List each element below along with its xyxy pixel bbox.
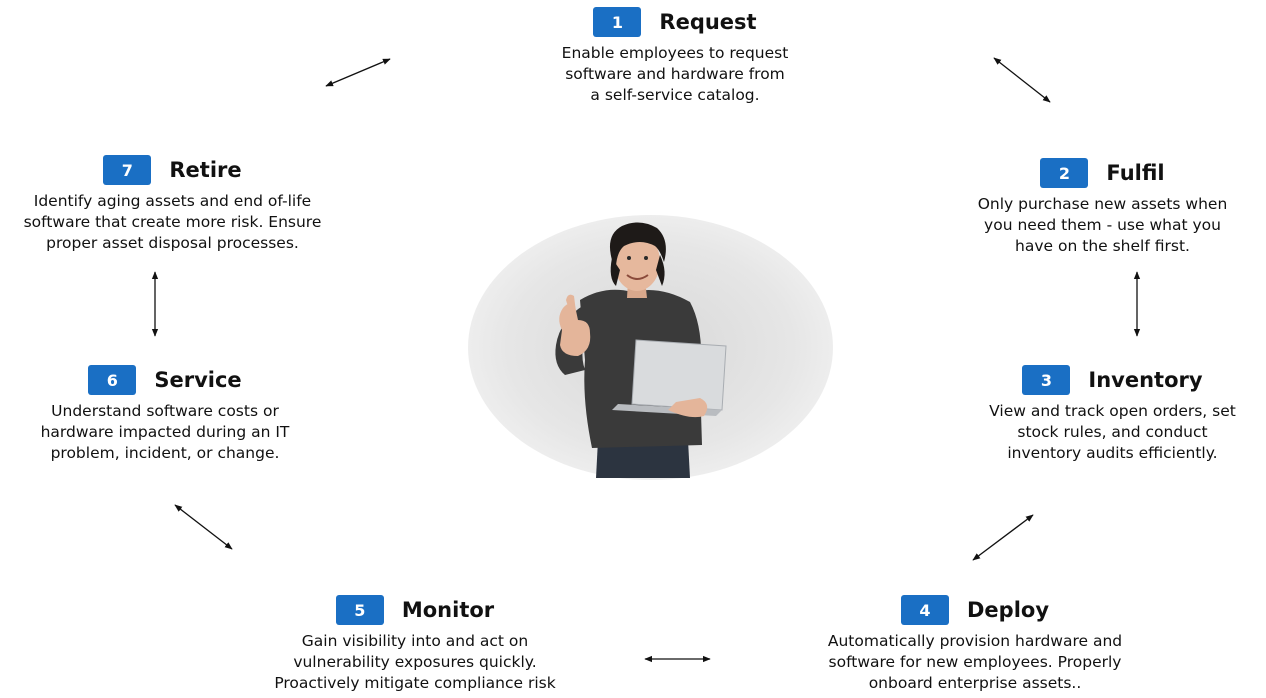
arrow-1-2 — [993, 57, 1051, 103]
step-retire: 7 Retire Identify aging assets and end o… — [0, 155, 345, 254]
desc-line: problem, incident, or change. — [50, 444, 280, 462]
desc-line: Gain visibility into and act on — [301, 632, 529, 650]
desc-line: Automatically provision hardware and — [827, 632, 1123, 650]
desc-line: Proactively mitigate compliance risk — [274, 674, 556, 692]
step-description: Identify aging assets and end of-life so… — [0, 191, 345, 254]
step-title: Fulfil — [1106, 161, 1165, 185]
step-title: Inventory — [1088, 368, 1203, 392]
desc-line: inventory audits efficiently. — [1007, 444, 1218, 462]
step-monitor: 5 Monitor Gain visibility into and act o… — [230, 595, 600, 694]
step-number-badge: 2 — [1040, 158, 1089, 188]
step-title: Service — [154, 368, 242, 392]
desc-line: stock rules, and conduct — [1017, 423, 1208, 441]
step-title: Deploy — [966, 598, 1050, 622]
desc-line: onboard enterprise assets.. — [868, 674, 1082, 692]
step-number-badge: 1 — [593, 7, 642, 37]
desc-line: Understand software costs or — [51, 402, 279, 420]
step-request: 1 Request Enable employees to request so… — [500, 7, 850, 106]
desc-line: proper asset disposal processes. — [46, 234, 299, 252]
arrow-7-1 — [325, 58, 391, 87]
step-number-badge: 7 — [103, 155, 152, 185]
desc-line: hardware impacted during an IT — [40, 423, 290, 441]
step-title: Request — [659, 10, 757, 34]
step-description: Only purchase new assets when you need t… — [935, 194, 1266, 257]
step-title: Monitor — [401, 598, 495, 622]
desc-line: Enable employees to request — [561, 44, 789, 62]
step-description: View and track open orders, set stock ru… — [955, 401, 1266, 464]
step-number-badge: 4 — [900, 595, 949, 625]
step-title: Retire — [169, 158, 242, 182]
desc-line: vulnerability exposures quickly. — [293, 653, 537, 671]
step-deploy: 4 Deploy Automatically provision hardwar… — [780, 595, 1170, 694]
desc-line: have on the shelf first. — [1015, 237, 1190, 255]
step-description: Gain visibility into and act on vulnerab… — [230, 631, 600, 694]
arrow-5-6 — [174, 504, 233, 550]
step-inventory: 3 Inventory View and track open orders, … — [955, 365, 1266, 464]
desc-line: a self-service catalog. — [590, 86, 760, 104]
arrow-3-4 — [972, 514, 1034, 561]
step-fulfil: 2 Fulfil Only purchase new assets when y… — [935, 158, 1266, 257]
desc-line: software for new employees. Properly — [828, 653, 1122, 671]
step-description: Enable employees to request software and… — [500, 43, 850, 106]
step-number-badge: 6 — [88, 365, 137, 395]
desc-line: you need them - use what you — [984, 216, 1221, 234]
step-description: Understand software costs or hardware im… — [0, 401, 330, 464]
step-number-badge: 5 — [335, 595, 384, 625]
desc-line: Only purchase new assets when — [977, 195, 1228, 213]
desc-line: View and track open orders, set — [989, 402, 1236, 420]
step-description: Automatically provision hardware and sof… — [780, 631, 1170, 694]
desc-line: software and hardware from — [565, 65, 785, 83]
step-service: 6 Service Understand software costs or h… — [0, 365, 330, 464]
desc-line: Identify aging assets and end of-life — [33, 192, 312, 210]
step-number-badge: 3 — [1022, 365, 1071, 395]
desc-line: software that create more risk. Ensure — [23, 213, 322, 231]
